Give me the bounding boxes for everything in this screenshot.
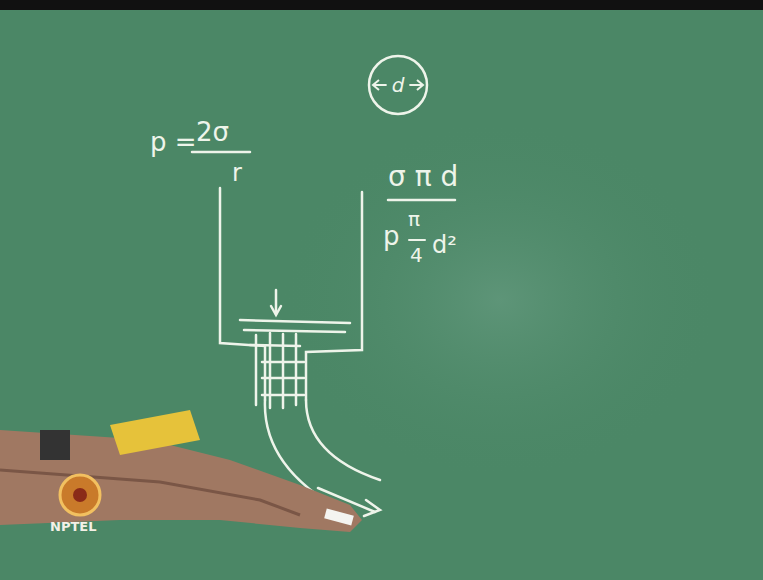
- chalk-smudge: [280, 120, 720, 480]
- formula-text: p =: [150, 128, 197, 157]
- wristwatch: [40, 430, 70, 460]
- formula-text: d²: [432, 232, 457, 258]
- formula-text: r: [232, 160, 242, 186]
- formula-text: π: [408, 208, 420, 230]
- duster: [110, 410, 200, 455]
- formula-text: 4: [410, 244, 423, 266]
- formula-text: 2σ: [196, 118, 229, 147]
- formula-text: σ π d: [388, 162, 458, 193]
- lecturer-hand: [0, 410, 362, 532]
- watermark: NPTEL: [50, 520, 96, 534]
- chalk-piece: [324, 509, 354, 526]
- nptel-logo: [60, 475, 100, 515]
- diameter-label: d: [392, 73, 405, 97]
- circle-node: d: [367, 54, 429, 116]
- frame-edge: [0, 0, 763, 10]
- formula-text: p: [383, 222, 400, 251]
